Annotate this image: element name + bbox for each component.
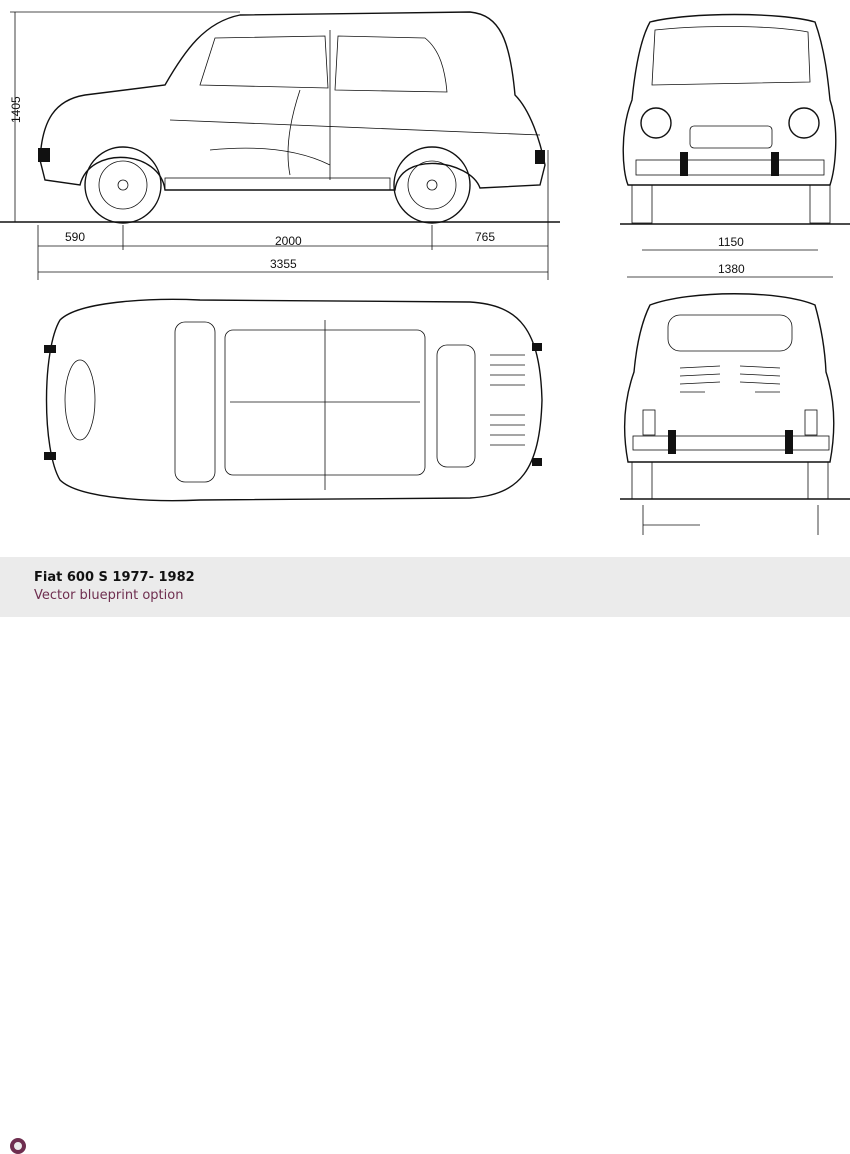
top-view <box>44 298 543 502</box>
side-view: 1405 590 2000 765 3355 <box>0 11 560 280</box>
front-track-dimension: 1150 <box>718 235 744 249</box>
vector-option-link[interactable]: Vector blueprint option <box>34 588 184 603</box>
caption-bar: Fiat 600 S 1977- 1982 Vector blueprint o… <box>0 557 850 1154</box>
rear-overhang-dimension: 765 <box>475 230 495 244</box>
wheelbase-dimension: 2000 <box>275 234 302 248</box>
width-dimension: 1380 <box>718 262 745 276</box>
front-view: 1150 1380 <box>620 13 850 278</box>
blueprint-title: Fiat 600 S 1977- 1982 <box>34 570 195 585</box>
rear-view <box>620 293 850 535</box>
front-overhang-dimension: 590 <box>65 230 85 244</box>
car-blueprint-drawing: 1405 590 2000 765 3355 1150 1380 <box>0 11 850 535</box>
bullet-ring-icon <box>10 1138 26 1154</box>
length-dimension: 3355 <box>270 257 297 271</box>
height-dimension: 1405 <box>9 96 23 123</box>
